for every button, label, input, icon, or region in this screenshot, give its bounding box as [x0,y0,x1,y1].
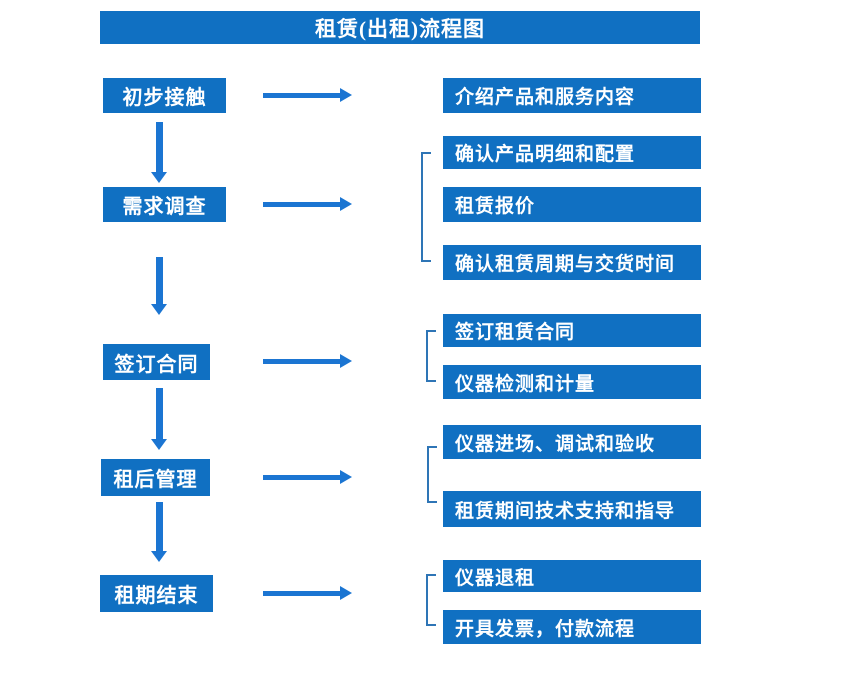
bracket-group-post-rental [427,446,437,503]
output-box-technical-support: 租赁期间技术支持和指导 [443,491,701,527]
down-arrow-icon-3 [151,388,167,450]
step-box-initial-contact: 初步接触 [103,78,226,113]
right-arrow-icon-3 [263,354,352,368]
output-box-instrument-testing: 仪器检测和计量 [443,365,701,399]
right-arrow-icon-5 [263,586,352,600]
output-box-introduce-products: 介绍产品和服务内容 [443,78,701,113]
output-box-confirm-rental-period: 确认租赁周期与交货时间 [443,245,701,280]
output-box-sign-rental-contract: 签订租赁合同 [443,314,701,347]
bracket-group-rental-end [426,574,436,626]
down-arrow-icon-2 [151,257,167,315]
right-arrow-icon-4 [263,470,352,484]
output-box-confirm-product-details: 确认产品明细和配置 [443,136,701,169]
step-box-sign-contract: 签订合同 [103,344,210,380]
step-box-demand-survey: 需求调查 [103,187,226,222]
down-arrow-icon-4 [151,502,167,562]
bracket-group-sign-contract [426,330,436,382]
step-box-rental-end: 租期结束 [100,575,213,612]
output-box-rental-quotation: 租赁报价 [443,187,701,222]
output-box-instrument-return: 仪器退租 [443,560,701,592]
step-box-post-rental-management: 租后管理 [101,459,210,496]
bracket-group-demand-survey [421,152,431,262]
output-box-instrument-setup-acceptance: 仪器进场、调试和验收 [443,425,701,459]
right-arrow-icon-1 [263,88,352,102]
output-box-invoice-payment: 开具发票，付款流程 [443,610,701,644]
down-arrow-icon-1 [151,122,167,183]
page-title: 租赁(出租)流程图 [100,11,700,44]
right-arrow-icon-2 [263,197,352,211]
